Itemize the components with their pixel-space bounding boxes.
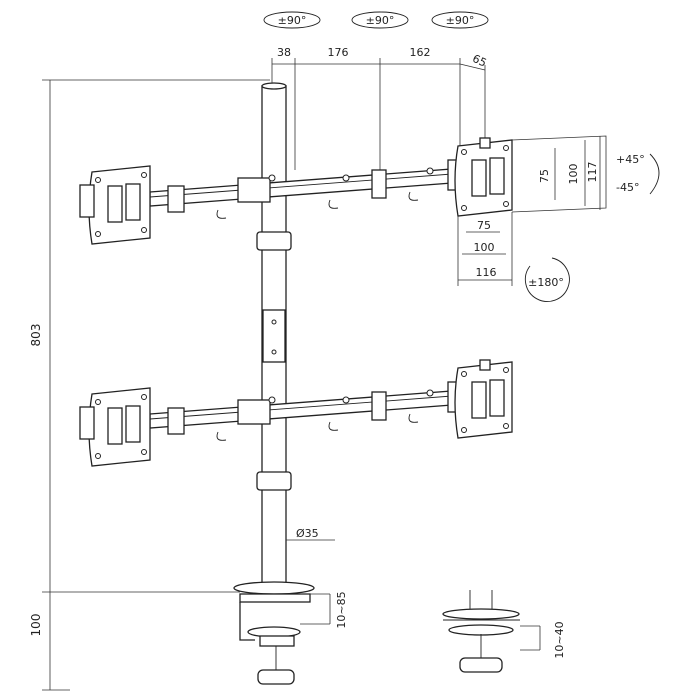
- vesa-plate-lower-right: [454, 359, 513, 439]
- rotation-indicator-left: ±90°: [263, 11, 321, 29]
- vesa-dimension-box: 75 100 117 75 100 116: [457, 135, 607, 286]
- pole-diameter-label: Ø35: [296, 527, 319, 540]
- arm-dimension-line: 38 176 162 65: [271, 46, 489, 170]
- swivel-label: ±180°: [528, 276, 564, 289]
- vesa-plate-upper-left: [79, 165, 151, 245]
- grommet-mount: 10~40: [442, 590, 566, 673]
- pole-collar-upper: [256, 231, 292, 251]
- pole-diameter-callout: Ø35: [286, 527, 335, 541]
- vesa-w116: 116: [476, 266, 497, 279]
- vesa-w75: 75: [477, 219, 491, 232]
- dim-38: 38: [277, 46, 291, 59]
- rotation-indicator-right: ±90°: [431, 11, 489, 29]
- grommet-range-label: 10~40: [553, 621, 566, 658]
- vesa-plate-upper-right: [454, 137, 513, 217]
- rotation-middle-label: ±90°: [366, 14, 395, 27]
- vesa-plate-lower-left: [79, 387, 151, 467]
- lower-arm: [149, 381, 466, 441]
- tilt-up-label: +45°: [616, 153, 645, 166]
- swivel-indicator: ±180°: [524, 257, 570, 302]
- dim-65: 65: [470, 52, 488, 70]
- upper-arm: [149, 159, 466, 219]
- desk-clamp: 10~85: [233, 581, 348, 685]
- pole-collar-lower: [256, 471, 292, 491]
- vesa-h117: 117: [586, 162, 599, 183]
- dim-162: 162: [410, 46, 431, 59]
- vesa-w100: 100: [474, 241, 495, 254]
- grommet-knob: [459, 657, 503, 673]
- rotation-right-label: ±90°: [446, 14, 475, 27]
- height-dimension: 803 100: [29, 79, 270, 691]
- tilt-down-label: -45°: [616, 181, 639, 194]
- dim-176: 176: [328, 46, 349, 59]
- rotation-indicator-middle: ±90°: [351, 11, 409, 29]
- dim-100-base: 100: [29, 614, 43, 637]
- pole-coupler: [262, 309, 286, 363]
- dim-803: 803: [29, 324, 43, 347]
- vesa-h75: 75: [538, 169, 551, 183]
- pole: [256, 82, 292, 585]
- vesa-h100: 100: [567, 164, 580, 185]
- rotation-left-label: ±90°: [278, 14, 307, 27]
- tilt-indicator: +45° -45°: [616, 153, 660, 195]
- clamp-range-label: 10~85: [335, 591, 348, 628]
- clamp-knob: [257, 669, 295, 685]
